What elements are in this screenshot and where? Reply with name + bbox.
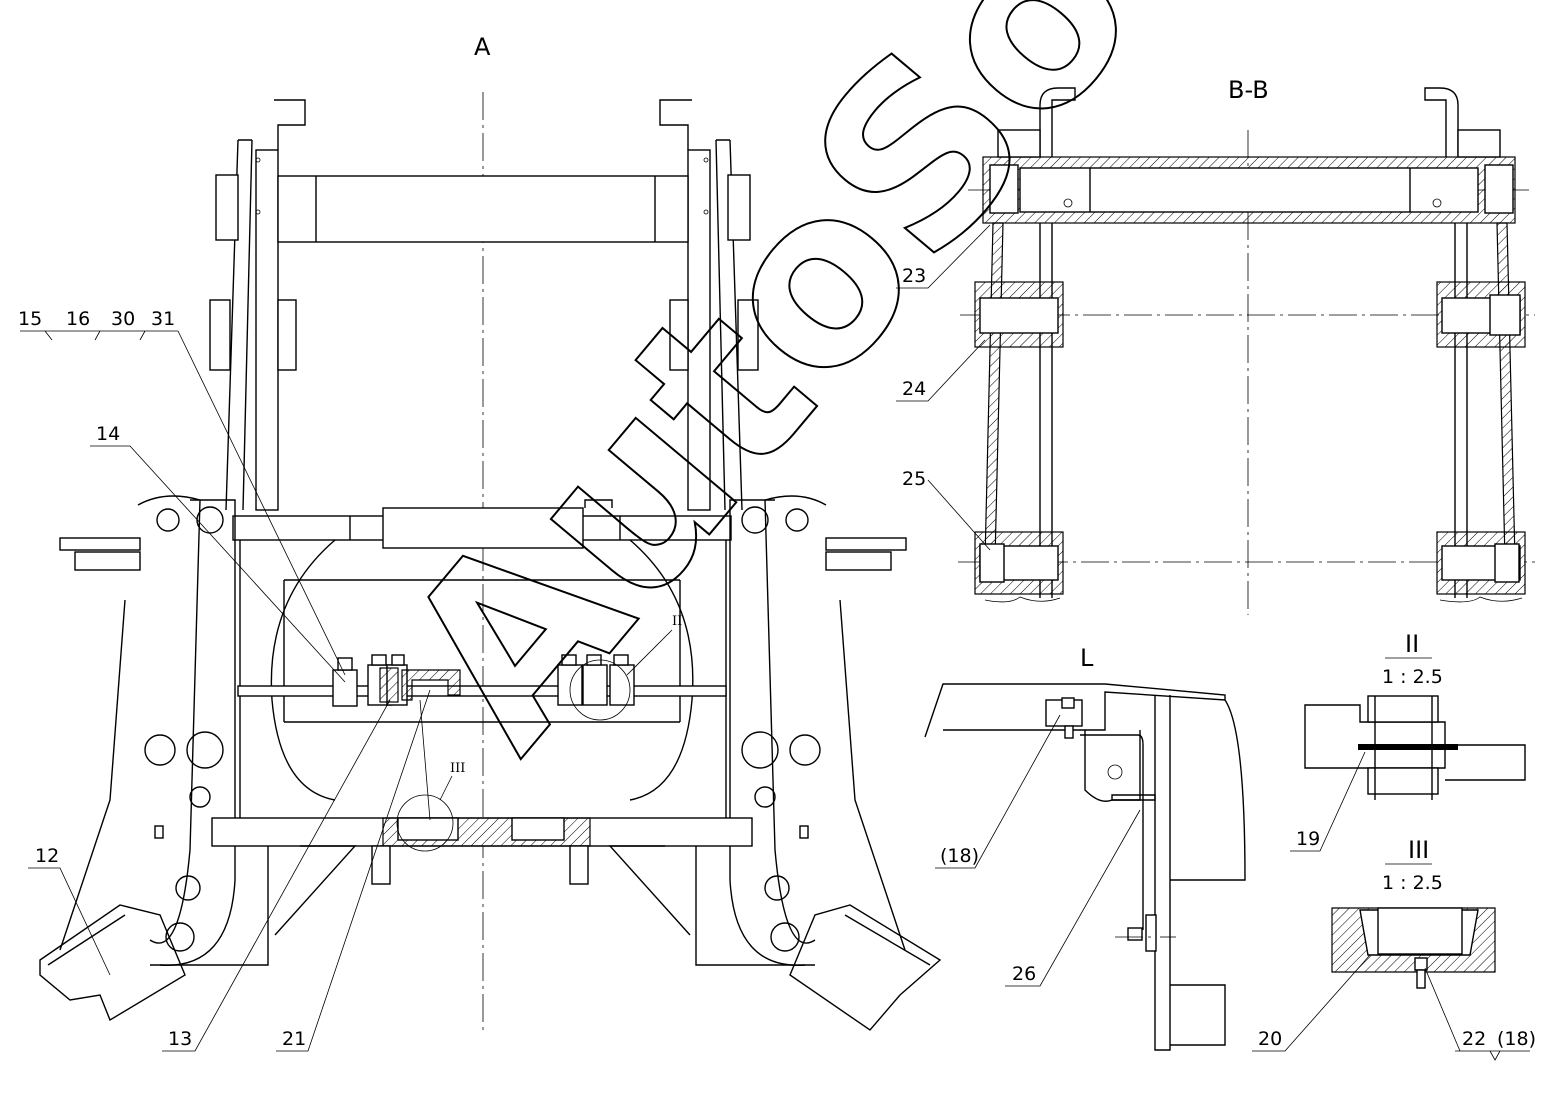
mast-left [209,99,306,511]
detail-iii-title: III [1408,836,1429,864]
view-l: L (18) 26 [924,644,1246,1051]
detail-ii-scale: 1 : 2.5 [1382,666,1443,688]
callout-18-b: (18) [1497,1028,1536,1050]
bolt-group-left [332,654,461,707]
callout-group-15-16-30-31: 15 16 30 31 [18,308,346,676]
callout-13: 13 [168,1028,192,1050]
side-arm-left [59,495,236,966]
inner-frame [239,540,727,820]
top-cross-tube [277,175,689,243]
callout-21: 21 [282,1028,306,1050]
callout-14: 14 [96,423,120,445]
callout-30: 30 [111,308,135,330]
view-a: A [18,33,942,1052]
view-bb: B-B [896,76,1535,615]
callout-26: 26 [1012,963,1036,985]
callout-23: 23 [902,265,926,287]
fork-right [789,904,942,1031]
fork-left [39,904,186,1022]
detail-ii: II 1 : 2.5 19 [1290,630,1526,852]
view-bb-title: B-B [1228,76,1269,104]
callout-24: 24 [902,378,926,400]
detail-ii-marker-circle [569,659,631,721]
middle-rod [237,685,727,697]
detail-iii: III 1 : 2.5 20 22 (18) [1252,836,1536,1061]
callout-12: 12 [35,845,59,867]
detail-ii-marker: II [672,614,682,629]
detail-iii-marker-circle [396,794,454,852]
view-a-title: A [474,33,491,61]
watermark: AutoSoft [349,0,1330,797]
view-l-title: L [1080,644,1094,672]
callout-19: 19 [1296,828,1320,850]
callout-18-a: (18) [940,845,979,867]
callout-16: 16 [66,308,90,330]
detail-iii-marker: III [450,761,465,776]
callout-22: 22 [1462,1028,1486,1050]
callout-31: 31 [151,308,175,330]
callout-15: 15 [18,308,42,330]
detail-iii-scale: 1 : 2.5 [1382,872,1443,894]
side-arm-right [729,495,907,966]
callout-20: 20 [1258,1028,1282,1050]
l-top-plate [924,683,1226,738]
detail-ii-title: II [1405,630,1419,658]
callout-25: 25 [902,468,926,490]
